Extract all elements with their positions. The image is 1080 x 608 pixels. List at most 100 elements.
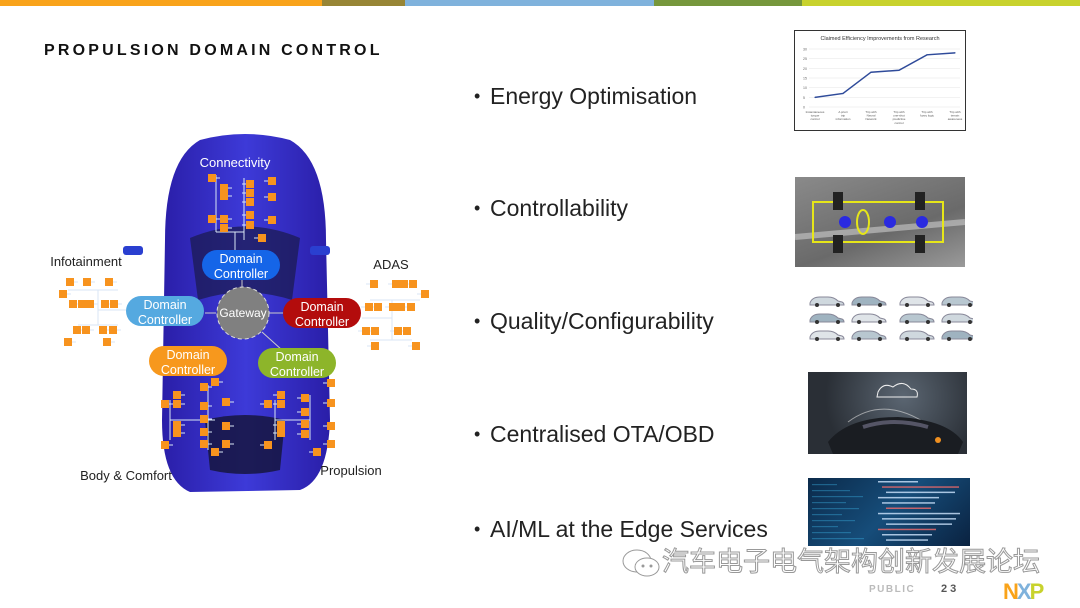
ecu-node [246, 221, 254, 229]
ecu-node [73, 326, 81, 334]
ecu-node [66, 278, 74, 286]
controller-label: Controller [214, 267, 268, 281]
ecu-node [208, 174, 216, 182]
bar-segment [802, 0, 1080, 6]
slide-title: PROPULSION DOMAIN CONTROL [44, 42, 383, 59]
ecu-node [220, 192, 228, 200]
ecu-node [161, 400, 169, 408]
data-point [954, 52, 956, 54]
data-point [814, 96, 816, 98]
y-tick-label: 10 [803, 86, 807, 90]
ecu-node [327, 422, 335, 430]
car-thumbnail [809, 296, 845, 307]
ecu-node [200, 383, 208, 391]
ecu-node [246, 189, 254, 197]
controller-label: Controller [295, 315, 349, 329]
car-thumbnail [899, 330, 935, 341]
ecu-node [173, 429, 181, 437]
ecu-node [277, 391, 285, 399]
ecu-node [277, 429, 285, 437]
bullet-item: •Controllability [474, 195, 629, 221]
car-thumbnail [851, 330, 887, 341]
gateway-node [216, 286, 270, 340]
ecu-node [268, 177, 276, 185]
ecu-node [389, 303, 397, 311]
ecu-node [407, 303, 415, 311]
ecu-node [264, 400, 272, 408]
ecu-node [208, 215, 216, 223]
bullet-item: •Energy Optimisation [474, 83, 698, 109]
ecu-node [400, 280, 408, 288]
page-number: 23 [941, 583, 960, 595]
bullet-text: Controllability [490, 195, 629, 221]
ecu-node [258, 234, 266, 242]
ecu-node [362, 327, 370, 335]
ecu-node [370, 280, 378, 288]
ecu-node [246, 198, 254, 206]
car-thumbnail [899, 296, 935, 307]
ecu-node [220, 184, 228, 192]
ecu-node [101, 300, 109, 308]
y-tick-label: 25 [803, 57, 807, 61]
ecu-node [103, 338, 111, 346]
ecu-node [105, 278, 113, 286]
y-tick-label: 0 [803, 106, 805, 110]
car-thumbnail [941, 330, 973, 341]
controller-label: Domain [143, 298, 186, 312]
data-point [898, 69, 900, 71]
bullet-text: Centralised OTA/OBD [490, 421, 715, 447]
ecu-node [268, 193, 276, 201]
ecu-node [277, 421, 285, 429]
ecu-node [246, 180, 254, 188]
ecu-node [301, 408, 309, 416]
ecu-node [64, 338, 72, 346]
ecu-node [110, 300, 118, 308]
top-color-bar [0, 0, 1080, 6]
car-thumbnail [809, 330, 845, 341]
controller-label: Domain [166, 348, 209, 362]
efficiency-chart: Claimed Efficiency Improvements from Res… [794, 30, 966, 131]
code-screen-image [808, 478, 970, 546]
bullet-text: Quality/Configurability [490, 308, 714, 334]
ecu-node [83, 278, 91, 286]
ecu-node [99, 326, 107, 334]
wechat-icon [622, 549, 660, 577]
ecu-node [264, 441, 272, 449]
ecu-node [412, 342, 420, 350]
domain-architecture-diagram: Gateway DomainControllerDomainController… [50, 134, 429, 492]
controller-label: Domain [275, 350, 318, 364]
ecu-node [313, 448, 321, 456]
nxp-logo: NXP [1003, 579, 1044, 604]
ecu-node [173, 421, 181, 429]
ecu-node [200, 402, 208, 410]
bullet-item: •AI/ML at the Edge Services [474, 516, 768, 542]
ecu-node [220, 224, 228, 232]
ecu-node [397, 303, 405, 311]
gateway-label: Gateway [219, 306, 266, 320]
car-thumbnail [809, 313, 845, 324]
car-variants-image [805, 290, 973, 344]
bullet-text: AI/ML at the Edge Services [490, 516, 768, 542]
bar-segment [405, 0, 654, 6]
ecu-node [327, 399, 335, 407]
ecu-node [200, 428, 208, 436]
bullet-text: Energy Optimisation [490, 83, 698, 109]
bullet-item: •Centralised OTA/OBD [474, 421, 715, 447]
controller-label: Controller [270, 365, 324, 379]
watermark-text: 汽车电子电气架构创新发展论坛 [662, 547, 1041, 579]
bullet-item: •Quality/Configurability [474, 308, 714, 334]
ecu-node [371, 327, 379, 335]
car-thumbnail [851, 313, 887, 324]
domain-label-adas: ADAS [373, 257, 409, 272]
ecu-node [82, 326, 90, 334]
side-mirror [310, 246, 330, 255]
ecu-node [173, 391, 181, 399]
ecu-node [371, 342, 379, 350]
